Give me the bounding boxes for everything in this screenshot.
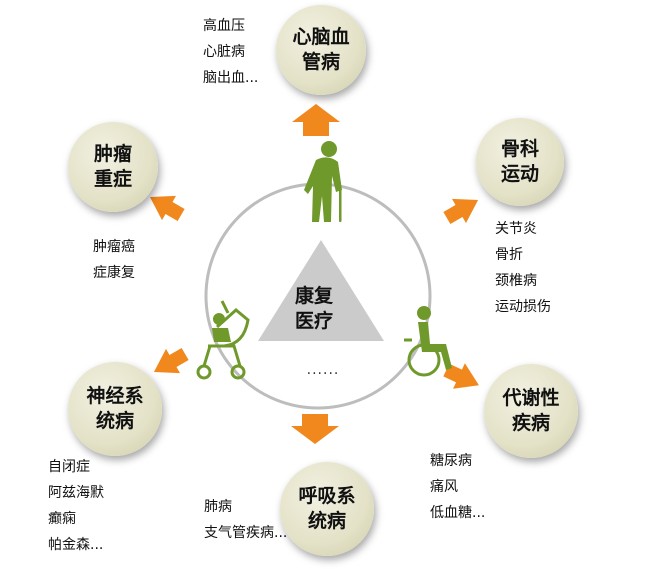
arrow-down-icon	[291, 414, 339, 444]
node-tumor-label: 肿瘤 重症	[93, 143, 132, 190]
list-tumor: 肿瘤癌 症康复	[93, 234, 135, 286]
list-item: 自闭症	[48, 459, 90, 475]
list-item: 运动损伤	[495, 299, 551, 315]
list-item: 痛风	[430, 479, 458, 495]
node-ortho: 骨科 运动	[476, 118, 564, 206]
center-title: 康复 医疗	[294, 285, 333, 332]
node-metabolic-label: 代谢性 疾病	[502, 387, 560, 434]
list-item: 帕金森...	[48, 537, 104, 553]
node-respiratory: 呼吸系 统病	[280, 462, 374, 556]
elderly-cane-icon	[304, 141, 342, 222]
list-item: 关节炎	[495, 221, 537, 237]
center-triangle	[258, 240, 384, 341]
list-neuro: 自闭症 阿兹海默 癫痫 帕金森...	[48, 454, 104, 558]
node-cardio-label: 心脑血 管病	[292, 26, 350, 73]
list-item: 脑出血...	[203, 70, 259, 86]
list-respiratory: 肺病 支气管疾病...	[204, 494, 287, 546]
list-item: 糖尿病	[430, 453, 472, 469]
node-metabolic: 代谢性 疾病	[484, 364, 578, 458]
wheelchair-icon	[404, 306, 452, 377]
node-respiratory-label: 呼吸系 统病	[298, 485, 356, 532]
list-item: 低血糖...	[430, 505, 486, 521]
center-more: ......	[306, 362, 340, 378]
list-ortho: 关节炎 骨折 颈椎病 运动损伤	[495, 216, 551, 320]
list-item: 心脏病	[203, 44, 245, 60]
node-ortho-label: 骨科 运动	[500, 138, 539, 185]
list-item: 癫痫	[48, 511, 76, 527]
arrow-upper-left-icon	[149, 195, 185, 222]
list-item: 支气管疾病...	[204, 525, 288, 541]
list-item: 高血压	[203, 18, 245, 34]
arrow-upper-right-icon	[443, 198, 479, 225]
list-item: 阿兹海默	[48, 485, 104, 501]
arrow-lower-right-icon	[443, 363, 479, 389]
node-tumor: 肿瘤 重症	[68, 122, 158, 212]
arrow-up-icon	[292, 104, 340, 136]
list-item: 肺病	[204, 499, 232, 515]
arrow-lower-left-icon	[153, 347, 189, 374]
list-cardio: 高血压 心脏病 脑出血...	[203, 13, 258, 91]
list-item: 颈椎病	[495, 273, 537, 289]
list-item: 肿瘤癌	[93, 239, 135, 255]
node-neuro-label: 神经系 统病	[86, 385, 144, 432]
list-item: 骨折	[495, 247, 523, 263]
list-item: 症康复	[93, 265, 135, 281]
node-cardio: 心脑血 管病	[276, 5, 366, 95]
node-neuro: 神经系 统病	[68, 362, 162, 456]
stroller-icon	[196, 300, 250, 380]
list-metabolic: 糖尿病 痛风 低血糖...	[430, 448, 485, 526]
